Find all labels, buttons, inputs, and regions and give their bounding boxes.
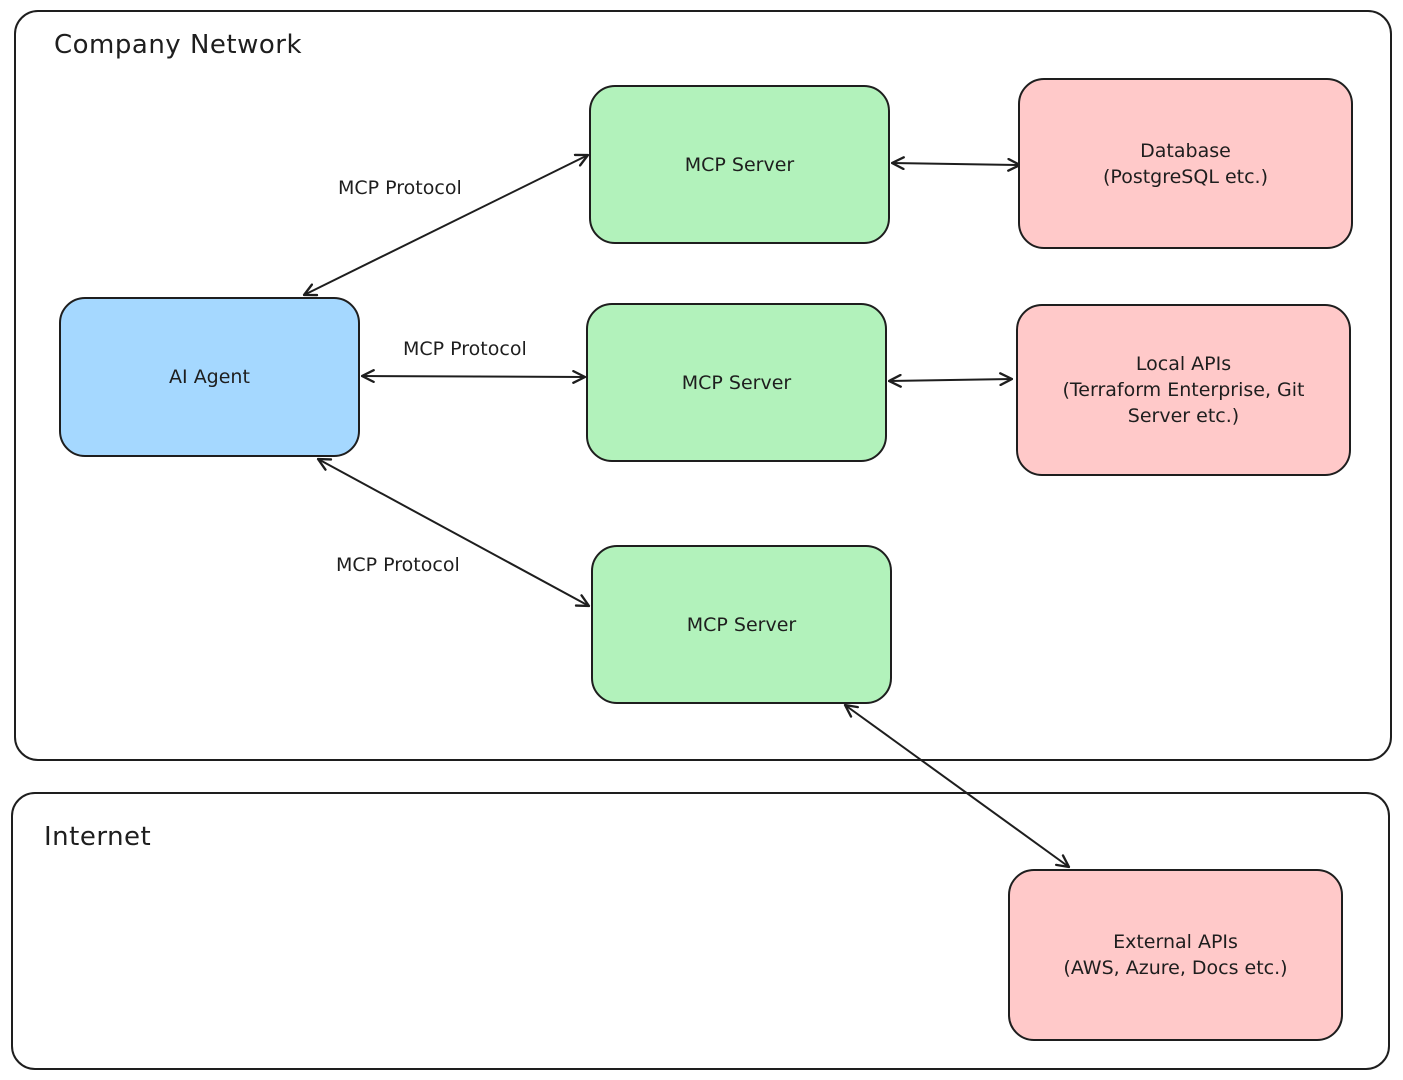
edge-label-protocol-1: MCP Protocol: [338, 177, 462, 199]
edge-label-protocol-3: MCP Protocol: [336, 554, 460, 576]
mcp-server-label-2: MCP Server: [681, 371, 792, 394]
mcp-server-node-3[interactable]: MCP Server: [591, 545, 892, 704]
internet-region: [11, 792, 1390, 1070]
mcp-server-node-2[interactable]: MCP Server: [586, 303, 887, 462]
edge-label-protocol-2: MCP Protocol: [403, 338, 527, 360]
mcp-server-label-3: MCP Server: [686, 613, 797, 636]
external-apis-node[interactable]: External APIs (AWS, Azure, Docs etc.): [1008, 869, 1343, 1041]
database-label: Database (PostgreSQL etc.): [1103, 139, 1268, 188]
mcp-server-node-1[interactable]: MCP Server: [589, 85, 890, 244]
database-node[interactable]: Database (PostgreSQL etc.): [1018, 78, 1353, 249]
local-apis-node[interactable]: Local APIs (Terraform Enterprise, Git Se…: [1016, 304, 1351, 476]
company-network-region: [14, 10, 1392, 761]
local-apis-label: Local APIs (Terraform Enterprise, Git Se…: [1062, 353, 1305, 427]
external-apis-label: External APIs (AWS, Azure, Docs etc.): [1063, 931, 1288, 979]
company-network-title: Company Network: [54, 30, 303, 60]
mcp-server-label-1: MCP Server: [684, 153, 795, 176]
ai-agent-label: AI Agent: [169, 366, 250, 388]
internet-title: Internet: [44, 822, 152, 852]
ai-agent-node[interactable]: AI Agent: [59, 297, 360, 457]
